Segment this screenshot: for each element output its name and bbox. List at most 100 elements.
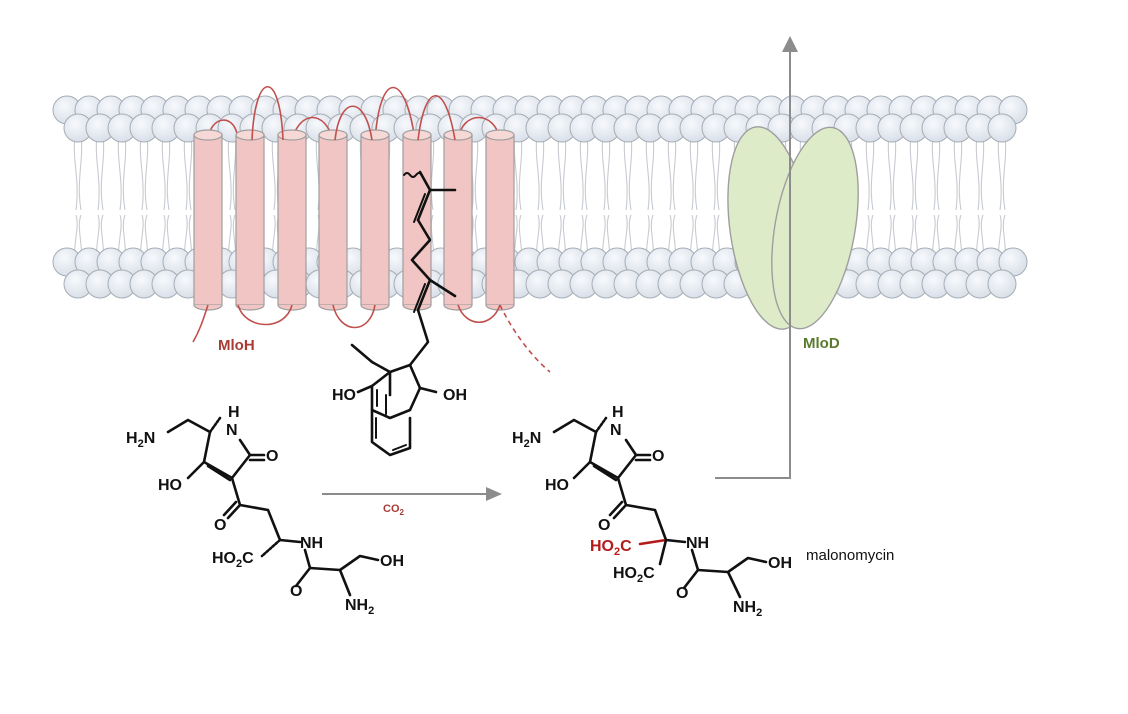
lipid-tail — [95, 134, 100, 211]
reaction-arrow-head-icon — [486, 487, 502, 501]
transmembrane-helix-icon — [443, 129, 473, 311]
lipid-tail — [513, 134, 518, 211]
lipid-tail — [271, 134, 276, 211]
lipid-tail — [183, 134, 188, 211]
lipid-tail — [430, 134, 435, 211]
lipid-tail — [645, 134, 650, 211]
lipid-tail — [909, 134, 914, 211]
product-nh2: NH2 — [733, 599, 762, 619]
product-ho: HO — [545, 477, 569, 494]
transmembrane-helix-icon — [277, 129, 307, 311]
malonomycin-structure: H2N H N O HO O HO2C NH HO2C OH O NH2 mal… — [512, 404, 894, 619]
lipid-tail — [161, 134, 166, 211]
substrate-ring-o: O — [266, 448, 278, 465]
product-nh: NH — [686, 535, 709, 552]
product-amide-o: O — [676, 585, 688, 602]
mlod-label: MloD — [803, 335, 840, 352]
lipid-tail — [540, 134, 545, 211]
lipid-tail — [518, 134, 523, 211]
product-name-label: malonomycin — [806, 547, 894, 564]
lipid-tail — [535, 134, 540, 211]
substrate-nh2: NH2 — [345, 597, 374, 617]
lipid-tail — [474, 134, 479, 211]
lipid-tail — [887, 134, 892, 211]
product-ring-h: H — [612, 404, 624, 421]
transmembrane-helix-icon — [235, 129, 265, 311]
lipid-tail — [144, 134, 149, 211]
lipid-tail — [100, 134, 105, 211]
product-h2n: H2N — [512, 430, 541, 450]
lipid-tail — [716, 134, 721, 211]
mloh-protein: MloH — [192, 86, 551, 373]
lipid-tail — [650, 134, 655, 211]
lipid-tail — [601, 134, 606, 211]
lipid-tail — [562, 134, 567, 211]
lipid-tail — [958, 134, 963, 211]
co2-label: CO2 — [383, 503, 405, 517]
lipid-tail — [667, 134, 672, 211]
lipid-head — [987, 113, 1017, 143]
lipid-tail — [672, 134, 677, 211]
mloh-bottom-loops — [192, 304, 551, 373]
lipid-tail — [232, 134, 237, 211]
export-arrow-head-icon — [782, 36, 798, 52]
lipid-tail — [711, 134, 716, 211]
substrate-ring-n: N — [226, 422, 238, 439]
lipid-tail — [122, 134, 127, 211]
lipid-tail — [166, 134, 171, 211]
lipid-tail — [73, 134, 78, 211]
mloh-front-loops — [251, 86, 456, 141]
lipid-tail — [227, 134, 232, 211]
substrate-ring-h: H — [228, 404, 240, 421]
transmembrane-helix-icon — [485, 129, 515, 311]
lipid-tail — [584, 134, 589, 211]
substrate-ho: HO — [158, 477, 182, 494]
product-ring-o: O — [652, 448, 664, 465]
lipid-tail — [931, 134, 936, 211]
substrate-nh: NH — [300, 535, 323, 552]
product-new-co2h: HO2C — [590, 538, 632, 558]
lipid-tail — [975, 134, 980, 211]
mlod-lobe-right — [771, 126, 859, 330]
lipid-tail — [865, 134, 870, 211]
substrate-ketone-o: O — [214, 517, 226, 534]
menaquinol-structure: HO OH — [332, 170, 467, 457]
lipid-tail — [1002, 134, 1007, 211]
lipid-tail — [557, 134, 562, 211]
mloh-label: MloH — [218, 337, 255, 354]
lipid-tail — [78, 134, 83, 211]
product-ring-n: N — [610, 422, 622, 439]
lipid-tail — [936, 134, 941, 211]
lipid-tail — [117, 134, 122, 211]
substrate-h2n: H2N — [126, 430, 155, 450]
transmembrane-helix-icon — [360, 129, 390, 311]
lipid-tail — [689, 134, 694, 211]
lipid-tail — [870, 134, 875, 211]
lipid-tail — [953, 134, 958, 211]
lipid-tail — [139, 134, 144, 211]
substrate-structure: H2N H N O HO O NH HO2C OH O NH2 — [126, 404, 404, 617]
product-co2h: HO2C — [613, 565, 655, 585]
lipid-tail — [623, 134, 628, 211]
lipid-tail — [892, 134, 897, 211]
lipid-tail — [997, 134, 1002, 211]
lipid-tail — [980, 134, 985, 211]
substrate-amide-o: O — [290, 583, 302, 600]
lipid-tail — [628, 134, 633, 211]
lipid-tail — [188, 134, 193, 211]
substrate-co2h: HO2C — [212, 550, 254, 570]
substrate-oh: OH — [380, 553, 404, 570]
lipid-tail — [579, 134, 584, 211]
quinol-oh-right: OH — [443, 387, 467, 404]
mloh-helices — [193, 129, 515, 311]
product-ketone-o: O — [598, 517, 610, 534]
lipid-tail — [694, 134, 699, 211]
transmembrane-helix-icon — [193, 129, 223, 311]
lipid-tail — [914, 134, 919, 211]
lipid-tail — [606, 134, 611, 211]
product-oh: OH — [768, 555, 792, 572]
lipid-head — [987, 269, 1017, 299]
transporter-icon: MloD — [727, 126, 859, 352]
